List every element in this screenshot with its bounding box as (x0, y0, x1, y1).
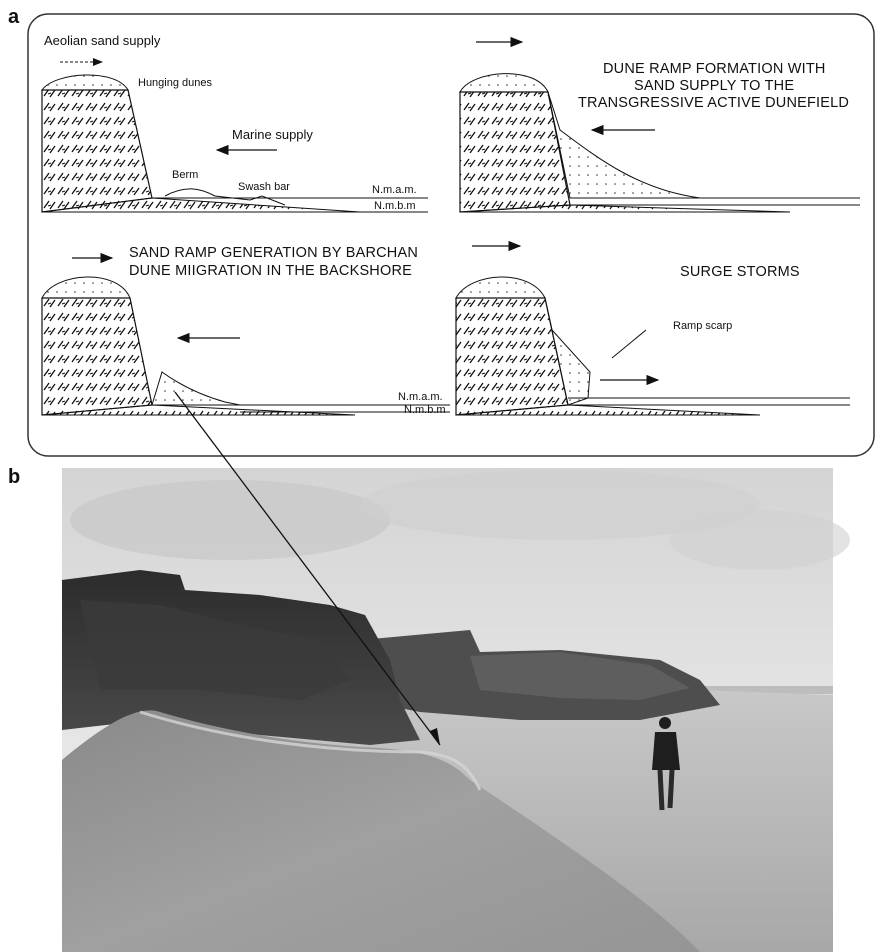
photo-frame (62, 468, 850, 952)
diagram-bottom-left: SAND RAMP GENERATION BY BARCHAN DUNE MII… (41, 240, 522, 416)
hiker-figure (652, 717, 680, 811)
aeolian-label: Aeolian sand supply (44, 33, 161, 48)
pointer-arrow (174, 391, 441, 746)
marine-label: Marine supply (232, 127, 313, 142)
nmam-label-2: N.m.a.m. (398, 391, 443, 403)
diagram-top-left: Aeolian sand supply Hunging dunes Marine… (41, 33, 428, 213)
top-right-title-3: TRANSGRESSIVE ACTIVE DUNEFIELD (578, 95, 849, 111)
top-right-title-2: SAND SUPPLY TO THE (634, 78, 794, 94)
nmbm-label: N.m.b.m (374, 200, 416, 212)
berm-label: Berm (172, 169, 198, 181)
diagram-top-right: DUNE RAMP FORMATION WITH SAND SUPPLY TO … (459, 36, 860, 213)
nmbm-label-2: N.m.b.m (404, 404, 446, 416)
panel-letter-b: b (8, 466, 21, 488)
surge-title: SURGE STORMS (680, 264, 800, 280)
bottom-left-title-2: DUNE MIIGRATION IN THE BACKSHORE (129, 263, 412, 279)
top-right-title-1: DUNE RAMP FORMATION WITH (603, 61, 826, 77)
swash-label: Swash bar (238, 181, 290, 193)
scarp-label: Ramp scarp (673, 320, 732, 332)
nmam-label: N.m.a.m. (372, 184, 417, 196)
bottom-left-title-1: SAND RAMP GENERATION BY BARCHAN (129, 245, 418, 261)
diagram-bottom-right: SURGE STORMS Ramp scarp (455, 264, 850, 416)
diagram-frame (27, 13, 875, 457)
panel-letter-a: a (8, 6, 20, 28)
dunes-label: Hunging dunes (138, 77, 213, 89)
